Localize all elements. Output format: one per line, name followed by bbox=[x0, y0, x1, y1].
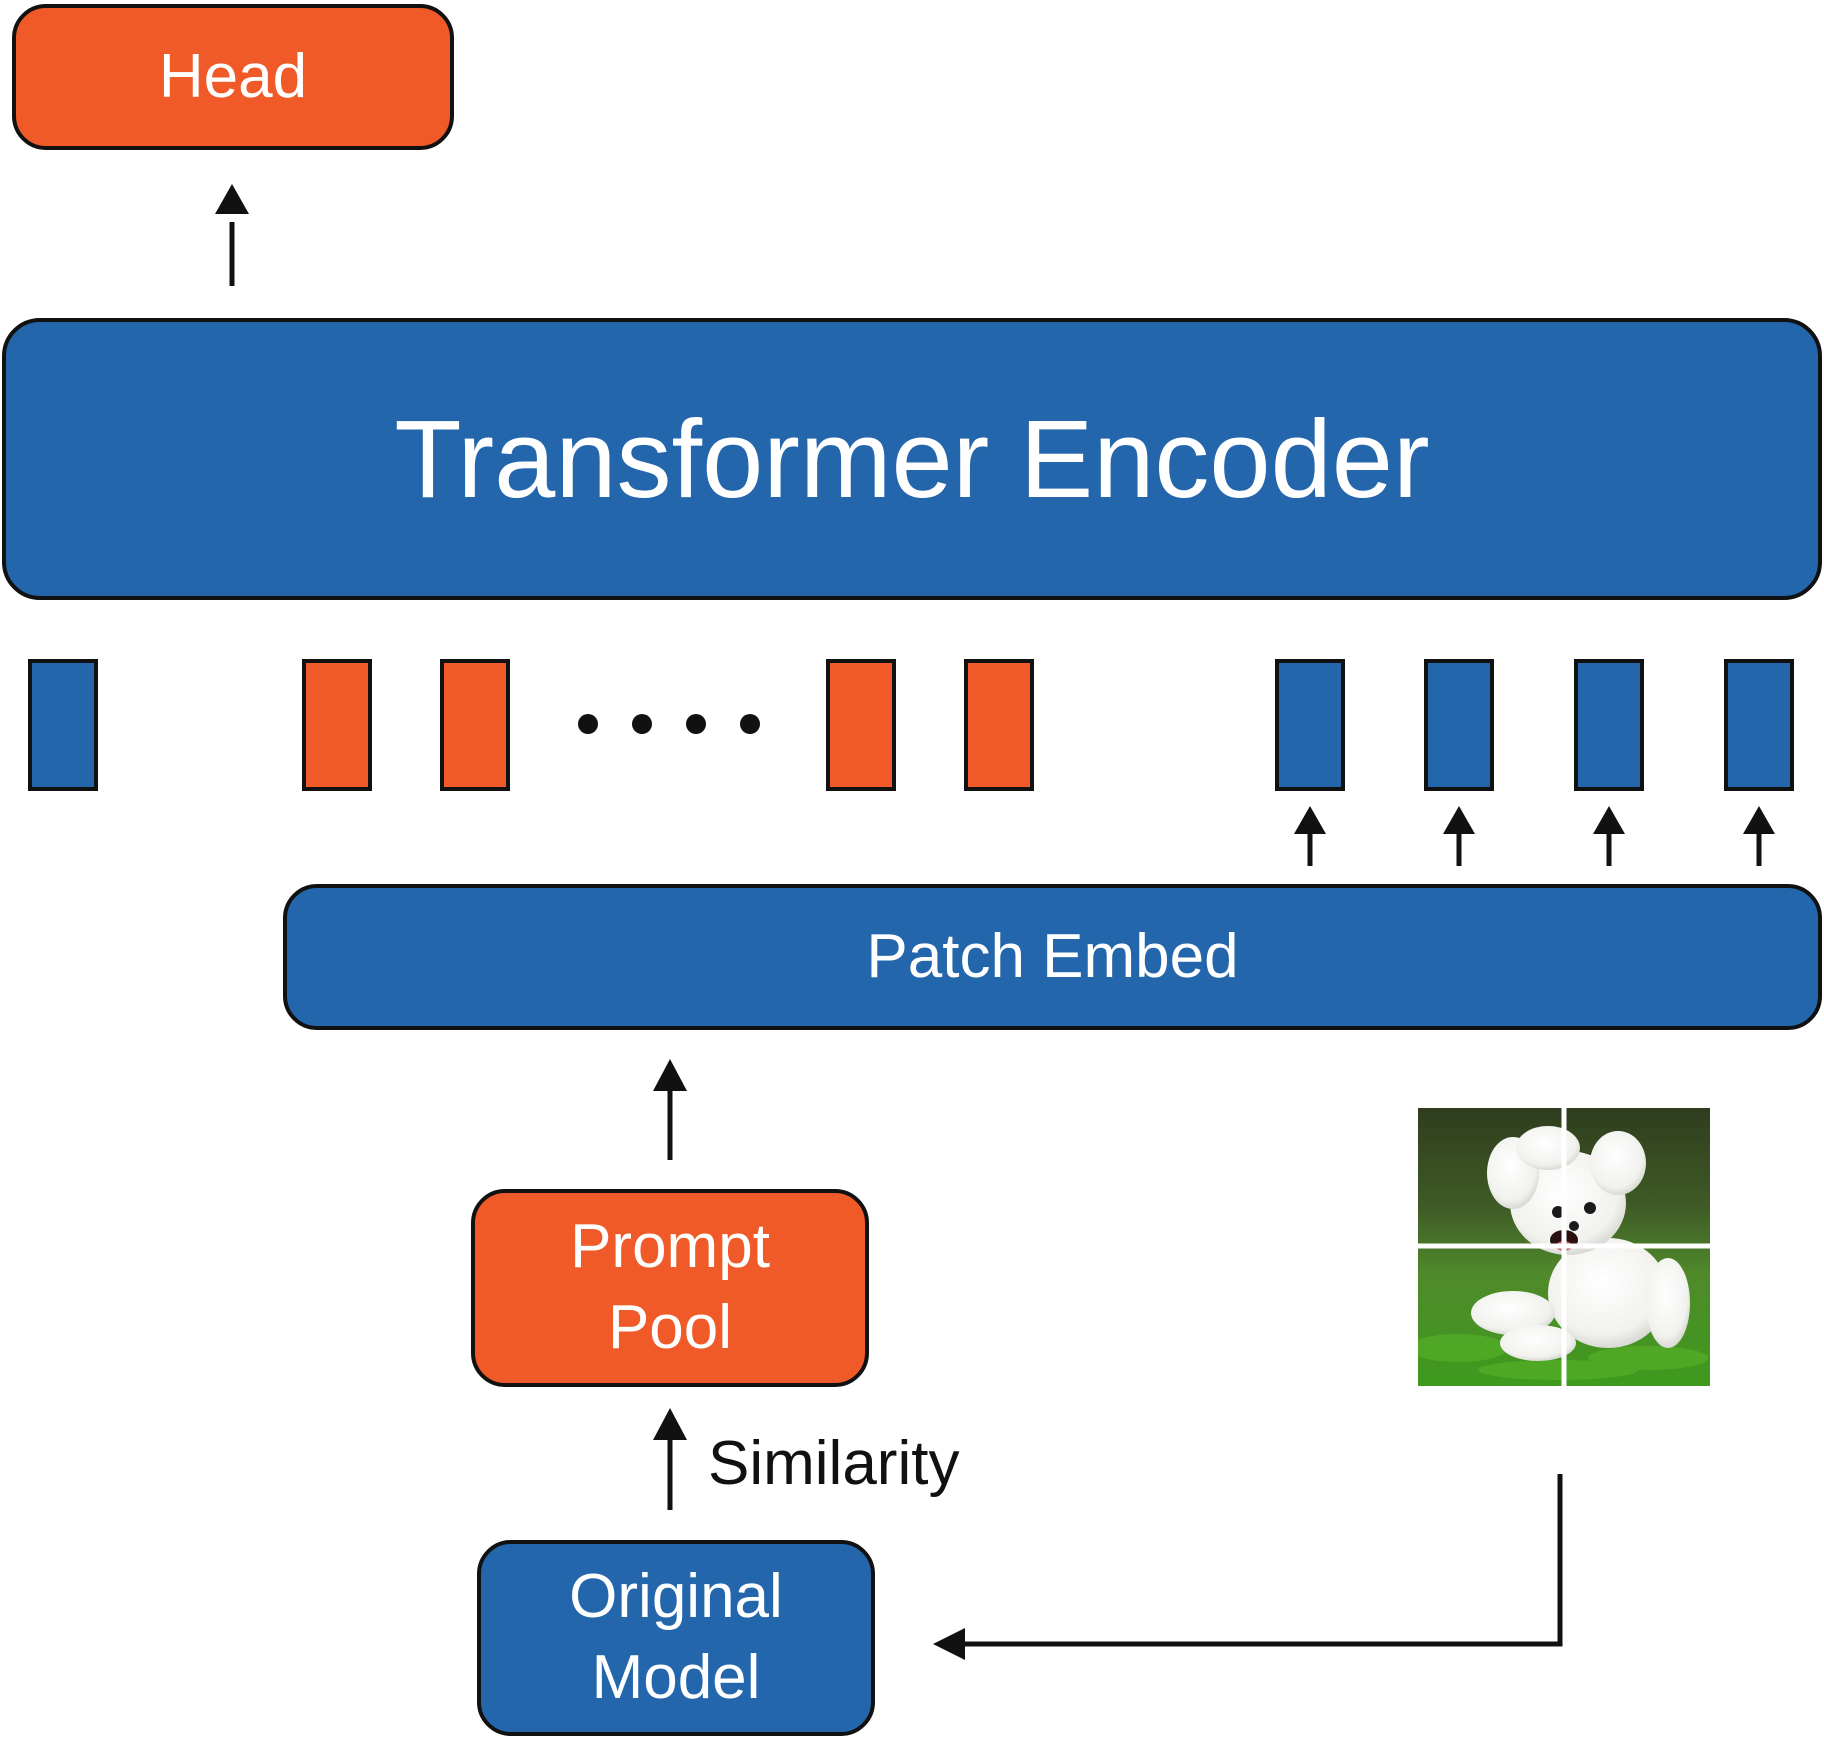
arrow-image-to-model bbox=[933, 1474, 1563, 1660]
token-patch bbox=[1275, 659, 1345, 791]
original-model-label-line1: Original bbox=[569, 1562, 783, 1632]
arrow-pool-to-embed bbox=[653, 1059, 687, 1160]
input-image-patches bbox=[1418, 1108, 1710, 1386]
ellipsis-dot bbox=[632, 714, 652, 734]
similarity-label: Similarity bbox=[708, 1429, 960, 1498]
patch-embed-label: Patch Embed bbox=[866, 921, 1239, 991]
ellipsis-dot bbox=[740, 714, 760, 734]
original-model-label-line2: Model bbox=[591, 1643, 761, 1712]
arrow-embed-to-token bbox=[1593, 806, 1625, 866]
ellipsis-dot bbox=[686, 714, 706, 734]
arrow-embed-to-token bbox=[1294, 806, 1326, 866]
prompt-pool-label-line1: Prompt bbox=[570, 1212, 770, 1282]
token-prompt bbox=[826, 659, 896, 791]
transformer-encoder-box: Transformer Encoder bbox=[2, 318, 1822, 600]
arrow-embed-to-token bbox=[1743, 806, 1775, 866]
token-prompt bbox=[302, 659, 372, 791]
token-patch bbox=[1724, 659, 1794, 791]
arrow-model-to-pool bbox=[653, 1408, 687, 1510]
token-prompt bbox=[964, 659, 1034, 791]
token-prompt bbox=[440, 659, 510, 791]
patch-embed-box: Patch Embed bbox=[283, 884, 1822, 1030]
token-patch bbox=[1574, 659, 1644, 791]
token-cls bbox=[28, 659, 98, 791]
token-patch bbox=[1424, 659, 1494, 791]
transformer-encoder-label: Transformer Encoder bbox=[394, 397, 1430, 521]
arrow-encoder-to-head bbox=[215, 184, 249, 286]
original-model-box: Original Model bbox=[477, 1540, 875, 1736]
head-label: Head bbox=[158, 41, 308, 111]
prompt-pool-box: Prompt Pool bbox=[471, 1189, 869, 1387]
arrow-embed-to-token bbox=[1443, 806, 1475, 866]
prompt-pool-label-line2: Pool bbox=[607, 1293, 733, 1362]
ellipsis-dot bbox=[578, 714, 598, 734]
head-box: Head bbox=[12, 4, 454, 150]
